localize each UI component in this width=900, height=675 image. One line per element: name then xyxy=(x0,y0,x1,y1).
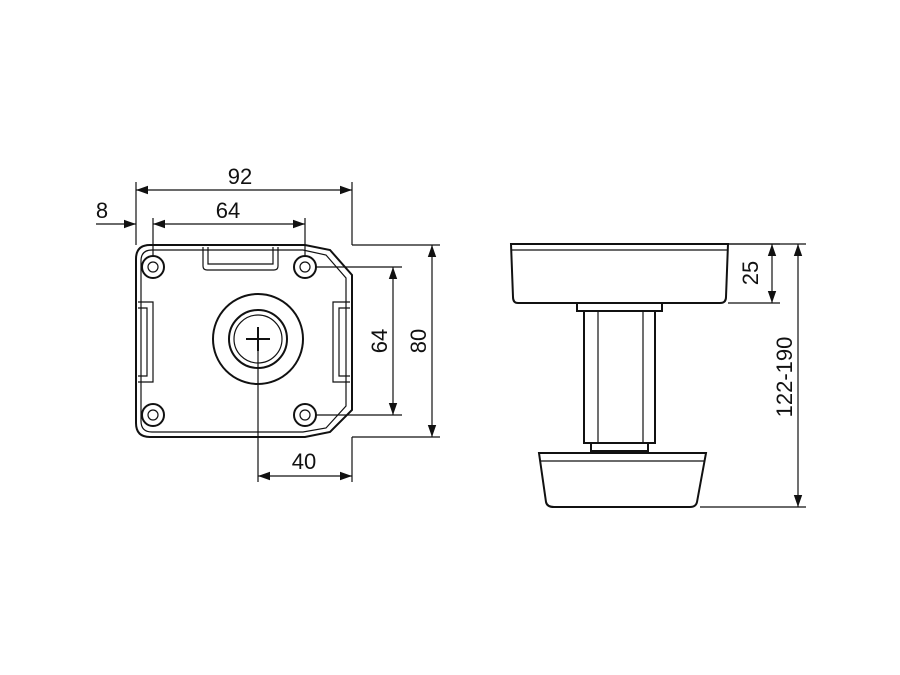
dimension-center-offset: 40 xyxy=(292,449,316,474)
dimension-height-range: 122-190 xyxy=(772,337,797,418)
adjustable-foot xyxy=(537,452,708,508)
top-view: 92 64 8 64 80 40 xyxy=(96,164,440,482)
mounting-hole-top-right xyxy=(293,255,317,279)
mounting-hole-bottom-right xyxy=(293,403,317,427)
leg-tube-ring xyxy=(590,442,649,452)
mounting-hole-top-left xyxy=(141,255,165,279)
dimension-hole-spacing-x: 64 xyxy=(216,198,240,223)
top-slot xyxy=(202,247,279,271)
dimension-overall-width: 92 xyxy=(228,164,252,189)
dimension-left-offset: 8 xyxy=(96,198,108,223)
dimension-hole-spacing-y: 64 xyxy=(367,329,392,353)
mounting-plate-outline xyxy=(135,244,353,438)
dimension-overall-depth: 80 xyxy=(406,329,431,353)
dimension-plate-thickness: 25 xyxy=(738,261,763,285)
plate-collar xyxy=(576,302,663,312)
mounting-hole-bottom-left xyxy=(141,403,165,427)
left-side-slot xyxy=(138,301,154,383)
right-side-slot xyxy=(332,301,350,383)
leg-tube xyxy=(583,310,656,444)
mounting-plate-inner-edge xyxy=(140,249,347,433)
side-view: 25 122-190 xyxy=(509,243,806,508)
top-plate xyxy=(509,243,730,304)
